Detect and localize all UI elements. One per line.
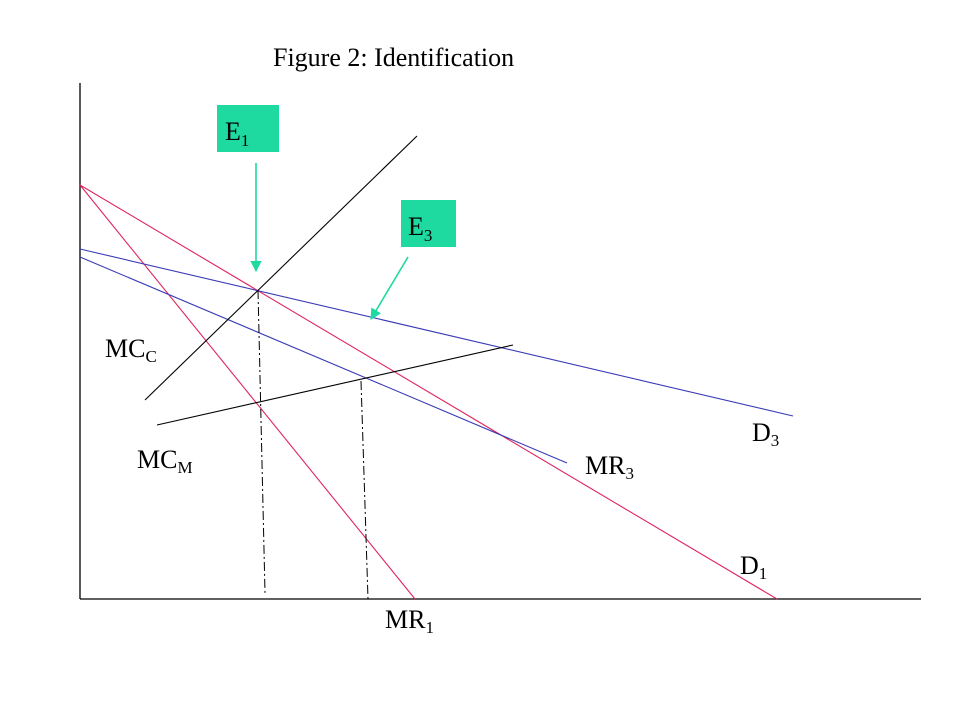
d1-label: D1	[740, 551, 767, 583]
guide-e1	[257, 289, 266, 594]
d3-line	[79, 248, 794, 417]
e1-label: E1	[225, 117, 249, 150]
e3-marker-box	[401, 200, 456, 247]
mc-m-line	[156, 344, 514, 426]
mr1-line	[79, 184, 416, 600]
mr3-line	[79, 256, 568, 464]
mr3-label: MR3	[585, 451, 634, 483]
d1-line	[79, 184, 778, 600]
d3-label: D3	[752, 418, 779, 450]
mc-c-label: MCC	[105, 334, 157, 366]
mc-c-line	[144, 135, 418, 401]
mc-m-label: MCM	[137, 445, 193, 477]
guide-e3	[360, 380, 369, 600]
mr1-label: MR1	[385, 605, 434, 637]
e3-arrow	[370, 256, 409, 320]
e3-label: E3	[408, 212, 432, 245]
e1-marker-box	[217, 105, 279, 152]
figure-title: Figure 2: Identification	[273, 43, 514, 72]
